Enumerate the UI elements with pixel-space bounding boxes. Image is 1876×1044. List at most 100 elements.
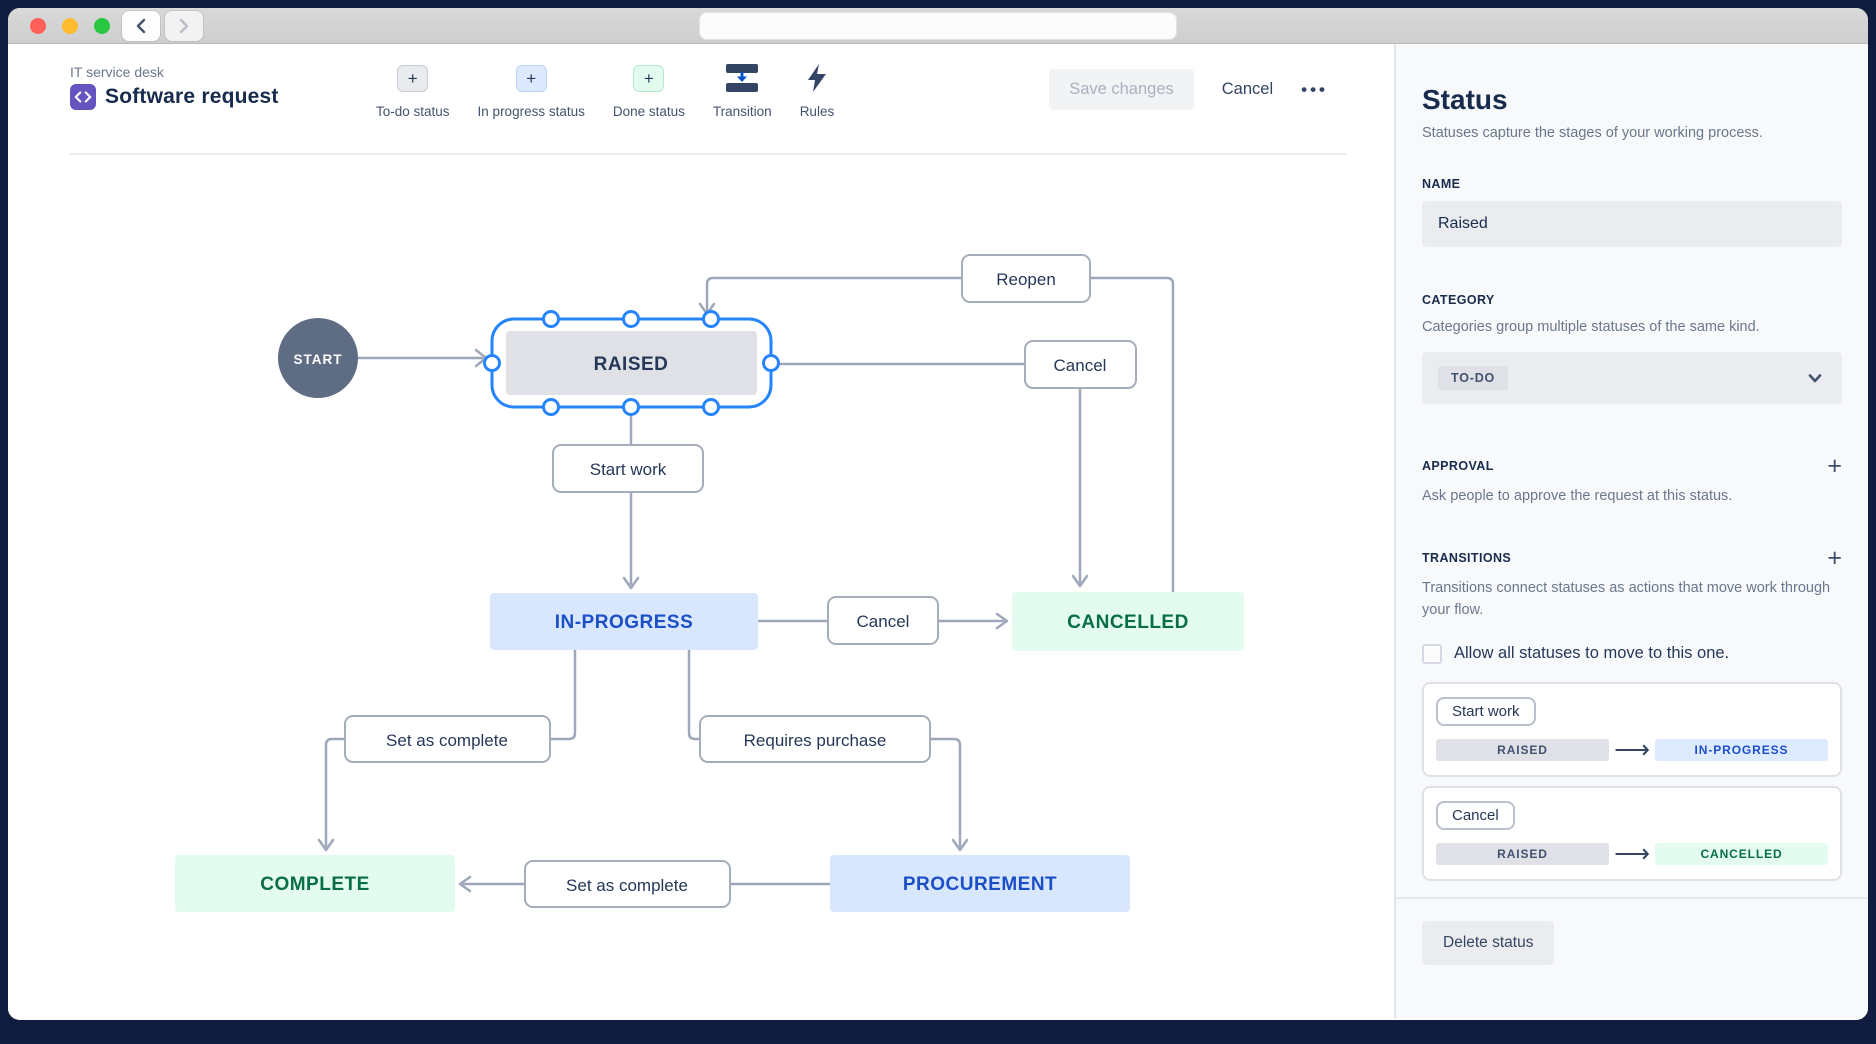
connector-lines — [317, 276, 1175, 893]
close-window-button[interactable] — [30, 18, 46, 34]
cancel-button[interactable]: Cancel — [1221, 80, 1274, 98]
editor-toolbar: + To-do status + In progress status + Do… — [376, 61, 834, 119]
transition-card[interactable]: Cancel RAISED ⟶ CANCELLED — [1422, 785, 1842, 881]
arrow-right-icon: ⟶ — [1614, 735, 1650, 764]
transition-label: Requires purchase — [744, 731, 887, 750]
selection-handles[interactable] — [483, 310, 780, 416]
titlebar — [8, 8, 1868, 44]
status-name-input[interactable] — [1422, 201, 1842, 247]
status-node-raised-selected[interactable]: RAISED — [483, 310, 780, 416]
tool-label: In progress status — [477, 104, 585, 119]
transition-label: Start work — [590, 460, 667, 479]
transition-cancel-from-raised[interactable]: Cancel — [1024, 340, 1137, 389]
transition-label: Set as complete — [386, 731, 508, 750]
transition-set-as-complete-bottom[interactable]: Set as complete — [524, 860, 731, 908]
allow-all-label: Allow all statuses to move to this one. — [1454, 644, 1730, 663]
delete-status-button[interactable]: Delete status — [1422, 920, 1555, 965]
add-transition-icon[interactable]: + — [1827, 543, 1842, 572]
browser-nav — [122, 11, 203, 41]
minimize-window-button[interactable] — [62, 18, 78, 34]
transition-start-work[interactable]: Start work — [552, 444, 704, 493]
add-approval-icon[interactable]: + — [1827, 452, 1842, 481]
workflow-title: Software request — [105, 85, 279, 108]
plus-icon: + — [397, 64, 429, 92]
code-icon — [70, 84, 96, 110]
category-description: Categories group multiple statuses of th… — [1422, 319, 1760, 335]
allow-all-row: Allow all statuses to move to this one. — [1422, 643, 1842, 664]
transition-set-as-complete-left[interactable]: Set as complete — [344, 715, 551, 763]
tool-label: To-do status — [376, 104, 450, 119]
arrow-right-icon: ⟶ — [1614, 839, 1650, 868]
workflow-canvas[interactable]: Reopen Cancel Start work Cancel — [8, 155, 1394, 1019]
transitions-description: Transitions connect statuses as actions … — [1422, 579, 1831, 619]
to-status-badge: CANCELLED — [1655, 842, 1828, 865]
rules-button[interactable]: Rules — [799, 61, 835, 119]
transition-label: Cancel — [1054, 356, 1107, 375]
main-column: IT service desk Software request + — [8, 44, 1394, 1019]
project-label: IT service desk — [70, 64, 164, 80]
add-todo-status-button[interactable]: + To-do status — [376, 61, 450, 119]
traffic-lights — [30, 18, 110, 34]
panel-title: Status — [1422, 84, 1508, 115]
transition-requires-purchase[interactable]: Requires purchase — [699, 715, 931, 763]
plus-icon: + — [515, 64, 547, 92]
approval-description: Ask people to approve the request at thi… — [1422, 488, 1733, 505]
category-label: CATEGORY — [1422, 293, 1495, 307]
add-in-progress-status-button[interactable]: + In progress status — [478, 61, 585, 119]
to-status-badge: IN-PROGRESS — [1655, 738, 1828, 761]
add-transition-button[interactable]: Transition — [713, 61, 772, 119]
transition-reopen[interactable]: Reopen — [961, 254, 1091, 303]
zoom-window-button[interactable] — [94, 18, 110, 34]
panel-subtitle: Statuses capture the stages of your work… — [1422, 125, 1763, 141]
name-label: NAME — [1422, 177, 1461, 191]
start-node: START — [278, 318, 358, 398]
transition-action-chip[interactable]: Cancel — [1436, 800, 1515, 830]
status-node-label: COMPLETE — [260, 874, 370, 895]
tool-label: Done status — [612, 104, 685, 119]
back-button[interactable] — [122, 11, 160, 41]
sidebar-divider — [1396, 896, 1868, 899]
header-actions: Save changes Cancel ••• — [1049, 69, 1328, 110]
from-status-badge: RAISED — [1436, 842, 1609, 865]
transition-icon — [726, 64, 759, 92]
tool-label: Rules — [799, 104, 835, 119]
allow-all-checkbox[interactable] — [1422, 643, 1442, 664]
start-node-label: START — [294, 352, 343, 367]
transition-card[interactable]: Start work RAISED ⟶ IN-PROGRESS — [1422, 681, 1842, 777]
address-bar[interactable] — [699, 12, 1177, 40]
category-value-badge: TO-DO — [1438, 366, 1509, 391]
transition-cancel-from-in-progress[interactable]: Cancel — [827, 596, 939, 645]
status-panel: Status Statuses capture the stages of yo… — [1394, 44, 1868, 1019]
approval-label: APPROVAL — [1422, 459, 1494, 474]
transition-label: Set as complete — [566, 876, 688, 895]
save-changes-button[interactable]: Save changes — [1049, 69, 1194, 110]
from-status-badge: RAISED — [1436, 738, 1609, 761]
status-node-complete[interactable]: COMPLETE — [175, 855, 455, 912]
transition-action-chip[interactable]: Start work — [1436, 696, 1536, 726]
transitions-label: TRANSITIONS — [1422, 550, 1512, 565]
workflow-header: IT service desk Software request + — [8, 44, 1394, 155]
header-divider — [70, 153, 1346, 155]
more-menu-icon[interactable]: ••• — [1301, 79, 1328, 99]
status-node-label: PROCUREMENT — [903, 874, 1057, 895]
plus-icon: + — [633, 64, 665, 92]
chevron-down-icon — [1808, 374, 1822, 383]
tool-label: Transition — [712, 104, 772, 119]
status-node-in-progress[interactable]: IN-PROGRESS — [490, 593, 758, 650]
status-node-label: RAISED — [594, 354, 669, 375]
status-node-label: CANCELLED — [1067, 612, 1189, 633]
forward-button[interactable] — [165, 11, 203, 41]
status-node-label: IN-PROGRESS — [555, 612, 694, 633]
app-window: IT service desk Software request + — [8, 8, 1868, 1020]
project-block: IT service desk Software request — [70, 64, 279, 110]
lightning-bolt-icon — [807, 64, 826, 92]
transition-labels: Reopen Cancel Start work Cancel — [344, 254, 1137, 908]
status-node-cancelled[interactable]: CANCELLED — [1012, 592, 1244, 651]
chevron-left-icon — [136, 18, 146, 34]
transition-label: Cancel — [857, 612, 910, 631]
status-node-procurement[interactable]: PROCUREMENT — [830, 855, 1130, 912]
chevron-right-icon — [179, 18, 189, 34]
add-done-status-button[interactable]: + Done status — [613, 61, 685, 119]
category-select[interactable]: TO-DO — [1422, 352, 1842, 405]
